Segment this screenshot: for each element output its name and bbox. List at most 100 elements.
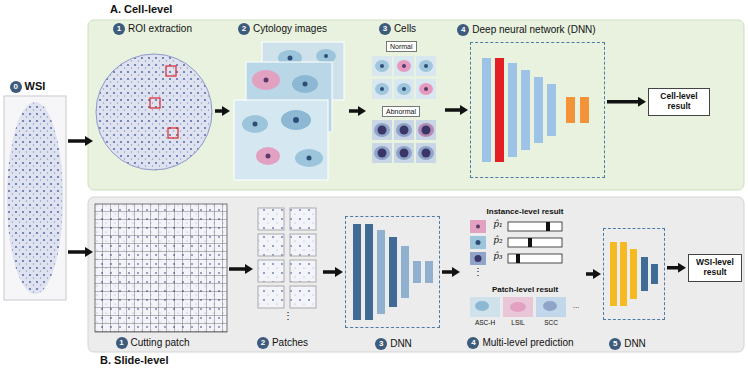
instance-thumb [470, 252, 486, 265]
layer-bar [365, 224, 373, 320]
step-heading: Cells [394, 23, 416, 35]
layer-bar [651, 264, 658, 284]
normal-cells [372, 56, 436, 99]
nucleus [424, 87, 428, 91]
nucleus [378, 149, 387, 158]
class-tag: Abnormal [382, 106, 420, 117]
flow-arrow [68, 250, 85, 254]
flow-arrow [442, 270, 452, 274]
probability-mark [546, 222, 550, 231]
cell-tile [416, 79, 436, 99]
nucleus [288, 56, 293, 61]
nucleus [380, 87, 384, 91]
box-text: WSI-level result [693, 258, 737, 278]
layer-bar [534, 77, 543, 143]
probability-symbol: p̂₃ [493, 251, 502, 263]
instance-thumb [470, 220, 486, 233]
class-caption: SCC [544, 319, 558, 327]
layer-bar [566, 97, 575, 123]
cell [396, 146, 412, 160]
flow-arrow [349, 109, 358, 113]
box-text: Abnormal [386, 107, 416, 116]
result-box: Cell-level result [648, 88, 710, 116]
patch-tile [258, 234, 284, 256]
nucleus [402, 64, 406, 68]
patch-thumb [503, 297, 533, 317]
cell-tile [394, 79, 414, 99]
cell [375, 60, 389, 72]
patch-thumb [470, 297, 500, 317]
cell [418, 123, 434, 137]
layer-bar [413, 261, 421, 283]
cell [419, 83, 433, 95]
step-number: 5 [609, 338, 621, 350]
patch-tile [290, 260, 316, 282]
step-heading: WSI [25, 80, 46, 93]
flow-arrow [667, 266, 678, 270]
patch-thumb [536, 297, 566, 317]
step-number: 3 [379, 23, 391, 35]
step-number: 3 [375, 338, 387, 350]
nucleus [324, 54, 328, 58]
patch-tile [290, 208, 316, 230]
network-box: Deep neural network (DNN) [470, 42, 605, 178]
cell [252, 70, 280, 90]
cell-tile [416, 56, 436, 76]
cell [397, 83, 411, 95]
cytology-images [234, 42, 344, 180]
roi-square [168, 128, 178, 138]
cell-tile [372, 56, 392, 76]
box-text: Cell-level result [653, 92, 705, 112]
nucleus [266, 154, 271, 159]
roi-square [166, 66, 176, 76]
cell [419, 60, 433, 72]
layer-bar [610, 242, 617, 306]
cytology-image [234, 100, 328, 180]
step-number: 1 [116, 337, 128, 349]
nucleus [422, 126, 431, 135]
network-box: DNN [345, 216, 440, 328]
patch-tiles [258, 208, 316, 308]
nucleus [400, 126, 409, 135]
instance-thumb [470, 236, 486, 249]
nucleus [476, 225, 480, 229]
layer-bar [495, 58, 504, 162]
nucleus [303, 82, 308, 87]
slide-image: WSI [4, 96, 66, 300]
box-text: Normal [390, 42, 413, 51]
probability-symbol: p̂₁ [493, 219, 502, 231]
nucleus [380, 64, 384, 68]
cell [292, 75, 318, 93]
class-caption: LSIL [511, 319, 524, 327]
layer-bar [401, 246, 409, 298]
layer-bar [630, 249, 637, 299]
flow-arrow [586, 272, 593, 276]
step-heading: Patch-level result [492, 285, 558, 295]
network-layers [610, 242, 658, 306]
slide-tissue [95, 204, 227, 332]
probability-bar [508, 222, 562, 231]
result-box: WSI-level result [688, 254, 742, 282]
probability-mark [528, 238, 532, 247]
nucleus [293, 117, 299, 123]
step-heading: DNN [390, 338, 412, 350]
probability-bar [508, 238, 562, 247]
cell [374, 146, 390, 160]
stage-panel: B. Slide-levelCutting patchPatchesDNNMul… [88, 197, 744, 352]
flow-arrow [229, 267, 245, 271]
step-number: 2 [257, 337, 269, 349]
flow-arrow [68, 139, 85, 143]
step-heading: Deep neural network (DNN) [472, 24, 595, 36]
cell [295, 149, 323, 167]
cell [374, 123, 390, 137]
step-heading: Cytology images [253, 23, 327, 35]
nucleus [402, 87, 406, 91]
step-group: ROI extraction [95, 38, 213, 186]
cell-tile [416, 143, 436, 163]
nucleus [424, 64, 428, 68]
step-number: 2 [238, 23, 250, 35]
step-number: 4 [467, 337, 479, 349]
step-heading: Multi-level prediction [482, 337, 573, 349]
layer-bar [620, 242, 627, 306]
